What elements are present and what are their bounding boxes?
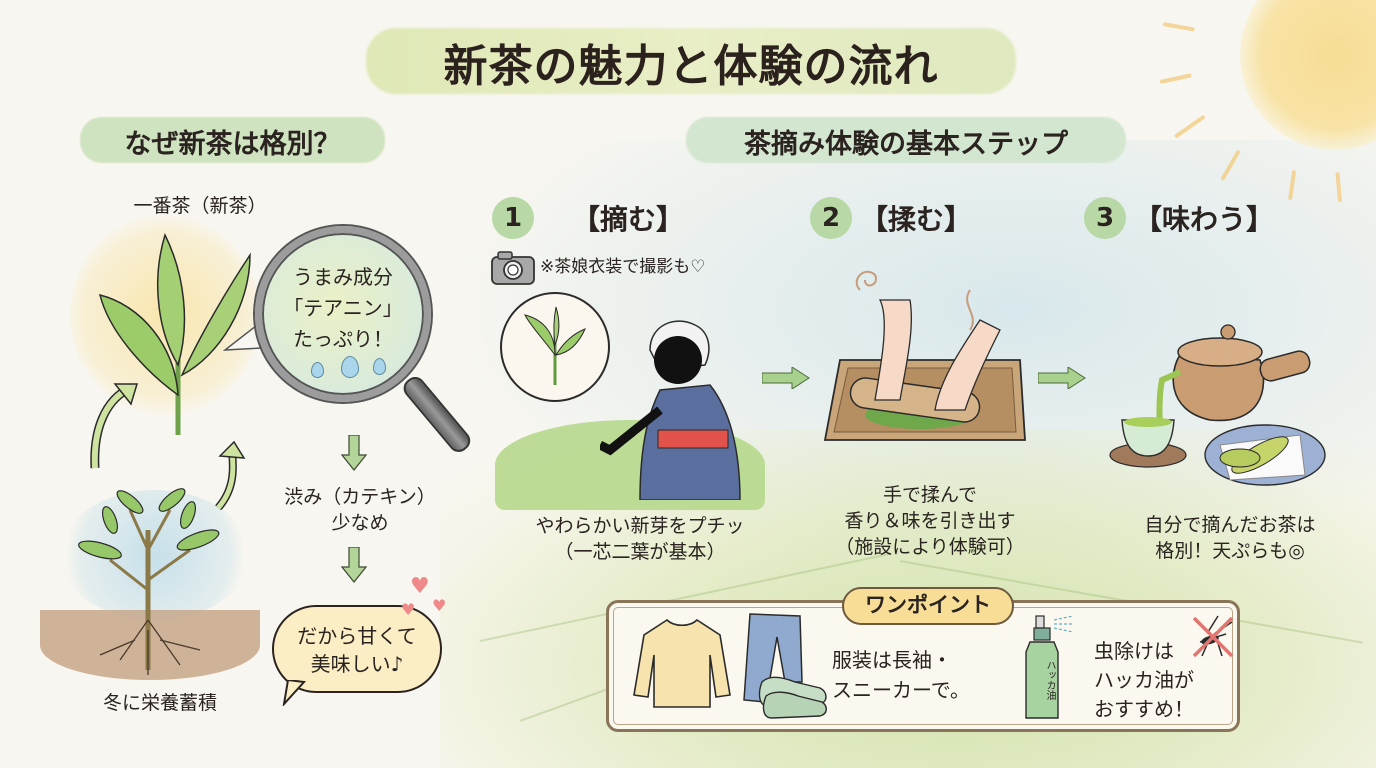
step-1-desc-line2: （一芯二葉が基本） [554,541,726,563]
left-section-heading: なぜ新茶は格別？ [124,129,341,160]
sweet-text: だから甘くて 美味しい♪ [272,622,442,678]
bottle-label: ハッカ油 [1044,660,1055,700]
magnifier-handle [399,372,475,457]
teapot-tempura-icon [1109,324,1326,486]
heart-icon: ♥ [401,600,416,619]
right-heading-highlight [686,117,1126,163]
step-3-desc-line2: 格別！天ぷらも◎ [1155,540,1305,562]
step-1-number: 1 [492,197,534,239]
tea-rolling-tray-icon [823,270,1026,441]
tea-sprout-icon [98,232,251,435]
camera-icon [491,251,535,285]
bug-repellent-advice: 虫除けは ハッカ油が おすすめ！ [1094,637,1194,724]
left-heading-highlight [80,117,385,163]
droplet-icon [341,356,359,378]
step-1-label: 【摘む】 [572,203,685,236]
title-highlight [366,28,1016,94]
right-section-heading: 茶摘み体験の基本ステップ [744,129,1068,160]
plucked-leaf-icon [524,306,586,385]
growth-arrow-icon [214,440,246,510]
winter-nutrients-label: 冬に栄養蓄積 [102,692,217,714]
right-arrow-icon [762,367,810,389]
bug-line3: おすすめ！ [1094,697,1194,721]
mint-oil-spray-bottle-icon [1025,615,1074,719]
first-flush-label: 一番茶（新茶） [133,195,267,217]
bug-line1: 虫除けは [1094,639,1174,663]
sun-ray [1162,22,1195,32]
step-2-desc-line1: 手で揉んで [882,484,978,506]
bug-line2: ハッカ油が [1094,668,1194,692]
heart-icon: ♥ [432,596,447,615]
tea-picker-woman-icon [600,320,741,500]
bubble-tail [282,680,307,706]
sun-ray [1173,114,1206,139]
step-3-description: 自分で摘んだお茶は 格別！天ぷらも◎ [1110,512,1350,564]
sun-ray [1159,73,1192,84]
theanine-text: うまみ成分 「テアニン」 たっぷり！ [263,262,423,355]
step-1-desc-line1: やわらかい新芽をプチッ [535,515,745,537]
step-2-number: 2 [810,197,852,239]
costume-photo-note: ※茶娘衣装で撮影も♡ [540,257,706,277]
right-arrow-icon [1038,367,1086,389]
step-2-desc-line3: （施設により体験可） [835,536,1025,558]
clothing-advice: 服装は長袖・ スニーカーで。 [832,645,970,705]
growth-arrow-icon [90,383,139,469]
theanine-line1: うまみ成分 [293,265,393,289]
sweet-line1: だから甘くて [297,624,417,648]
catechin-line1: 渋み（カテキン） [284,486,436,508]
step-3-number: 3 [1084,197,1126,239]
catechin-text: 渋み（カテキン） 少なめ [260,484,460,536]
long-sleeve-shirt-icon [633,618,731,708]
step-3-desc-line1: 自分で摘んだお茶は [1144,514,1316,536]
page-title: 新茶の魅力と体験の流れ [443,41,939,92]
down-arrow-icon [341,435,367,471]
one-point-tag: ワンポイント [842,587,1014,625]
down-arrow-icon [341,547,367,583]
catechin-line2: 少なめ [331,512,389,534]
tea-plant-roots-icon [78,488,220,675]
no-mosquito-icon [1192,615,1234,658]
theanine-line2: 「テアニン」 [283,296,403,320]
step-3-label: 【味わう】 [1134,203,1275,236]
clothing-line2: スニーカーで。 [832,678,970,702]
step-2-desc-line2: 香り＆味を引き出す [844,510,1016,532]
jeans-and-sneakers-icon [743,613,827,719]
clothing-line1: 服装は長袖・ [832,648,952,672]
step-1-description: やわらかい新芽をプチッ （一芯二葉が基本） [490,513,790,565]
heart-icon: ♥ [410,574,430,599]
droplet-icon [373,358,386,375]
sweet-line2: 美味しい♪ [310,652,404,676]
sweet-speech-bubble [272,605,442,693]
sun-icon [1240,0,1376,150]
theanine-line3: たっぷり！ [293,327,393,351]
droplet-icon [311,362,324,378]
step-2-description: 手で揉んで 香り＆味を引き出す （施設により体験可） [800,482,1060,560]
step-2-label: 【揉む】 [860,203,973,236]
